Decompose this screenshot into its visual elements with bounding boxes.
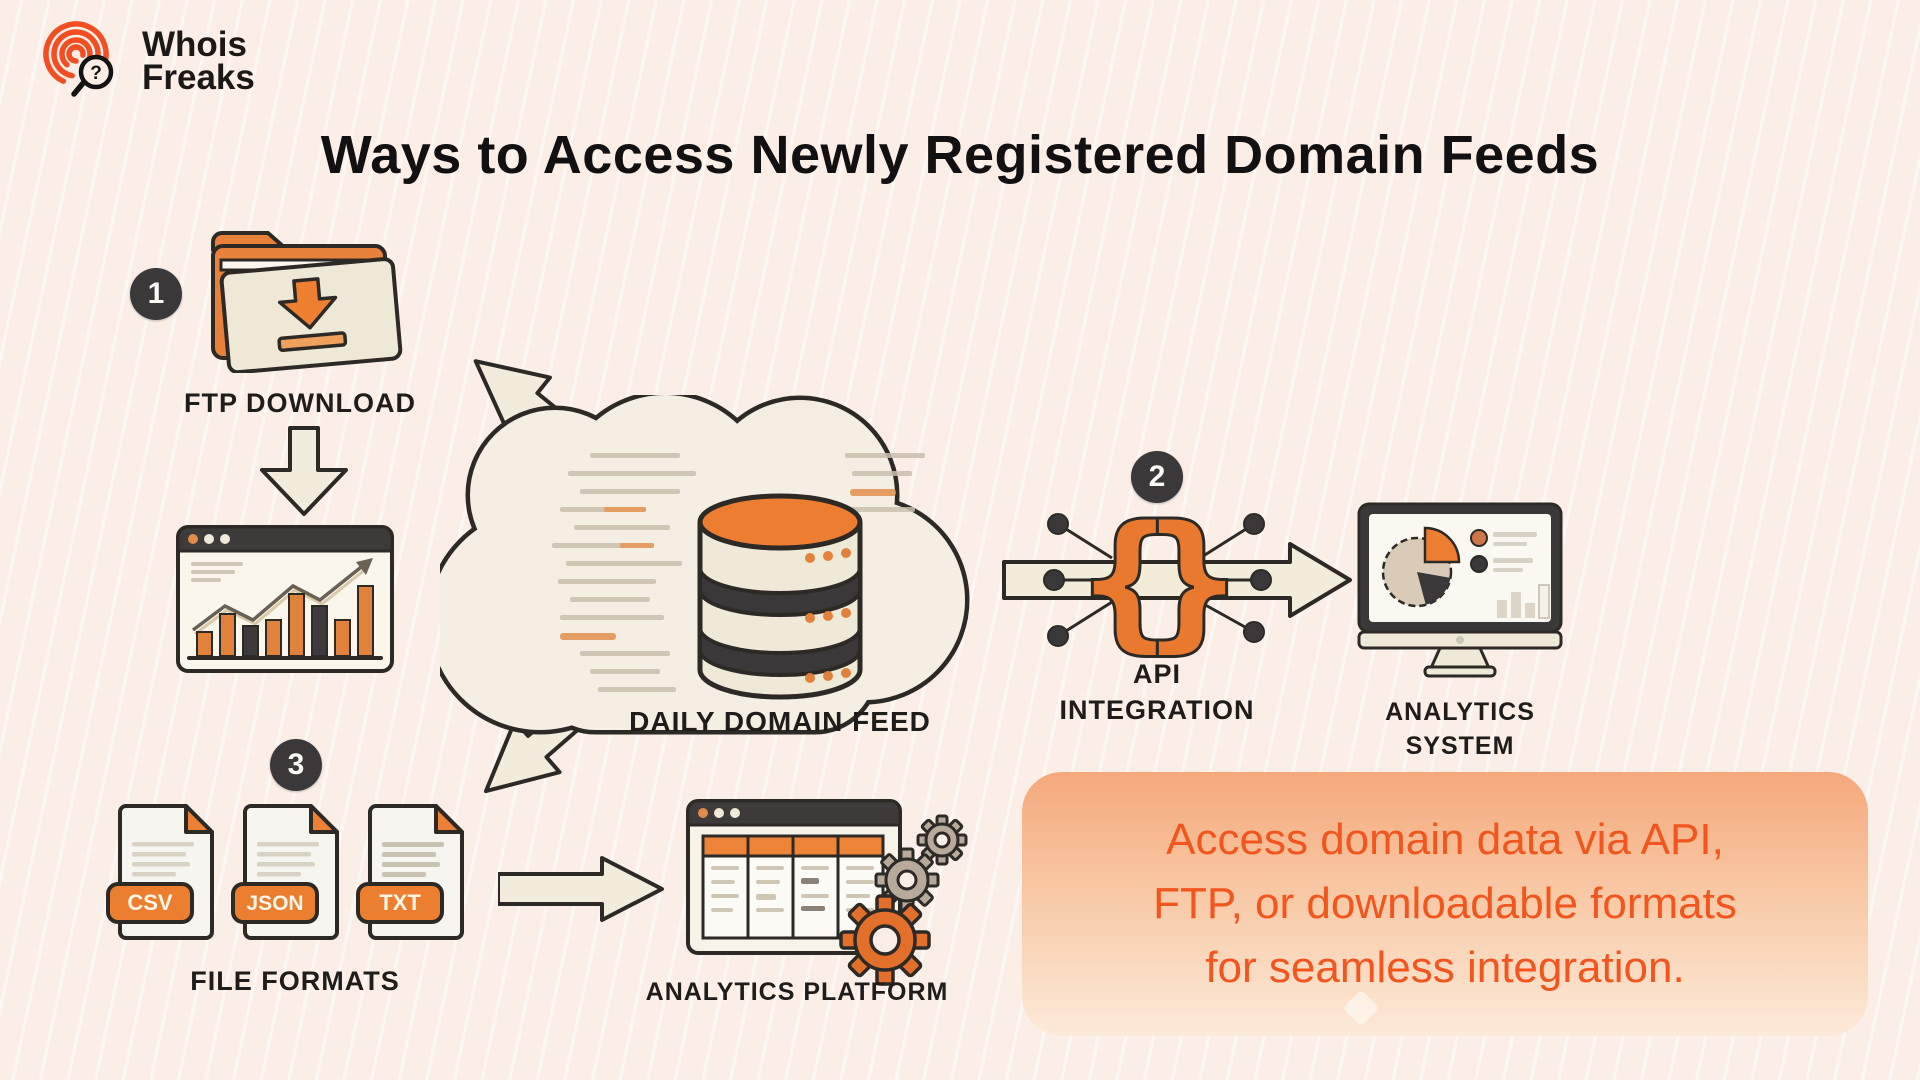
file-json-icon: JSON <box>231 800 351 950</box>
info-line3: for seamless integration. <box>1205 943 1685 993</box>
step-badge-1: 1 <box>130 268 182 320</box>
txt-badge: TXT <box>379 890 421 915</box>
info-line2: FTP, or downloadable formats <box>1153 878 1737 928</box>
ftp-download-label: FTP DOWNLOAD <box>184 388 416 418</box>
file-csv-icon: CSV <box>106 800 226 950</box>
csv-badge: CSV <box>127 890 173 915</box>
down-arrow-icon <box>258 426 350 523</box>
ftp-folder-download-icon <box>203 208 403 375</box>
page-title: Ways to Access Newly Registered Domain F… <box>320 125 1600 185</box>
json-badge: JSON <box>246 892 303 915</box>
analytics-monitor-icon <box>1355 500 1565 685</box>
analytics-system-label: ANALYTICS SYSTEM <box>1385 698 1535 760</box>
code-lines <box>552 453 925 692</box>
file-formats-label: FILE FORMATS <box>190 966 400 996</box>
step-badge-2: 2 <box>1131 451 1183 503</box>
info-line1: Access domain data via API, <box>1166 814 1724 864</box>
arrow-files-to-platform <box>496 853 668 930</box>
file-txt-icon: TXT <box>356 800 476 950</box>
chart-browser-icon <box>175 524 395 674</box>
svg-text:?: ? <box>90 63 102 84</box>
fingerprint-search-icon: ? <box>43 21 114 97</box>
whoisfreaks-logo: ? <box>38 16 138 102</box>
analytics-platform-label: ANALYTICS PLATFORM <box>645 978 949 1006</box>
gear-large-orange <box>839 894 931 986</box>
api-integration-label: API INTEGRATION <box>1059 659 1255 726</box>
api-integration-icon: { } <box>1000 440 1360 700</box>
database-icon <box>690 490 870 705</box>
analytics-platform-icon <box>685 798 975 988</box>
step-badge-3: 3 <box>270 739 322 791</box>
brand-line2: Freaks <box>142 58 255 98</box>
brand-line1: Whois <box>142 25 247 64</box>
info-box: Access domain data via API, FTP, or down… <box>1022 772 1868 1036</box>
brand-name: Whois Freaks <box>142 25 255 98</box>
left-brace-glyph: { <box>1074 494 1181 668</box>
right-brace-glyph: } <box>1139 494 1246 668</box>
daily-domain-feed-label: DAILY DOMAIN FEED <box>629 706 931 737</box>
